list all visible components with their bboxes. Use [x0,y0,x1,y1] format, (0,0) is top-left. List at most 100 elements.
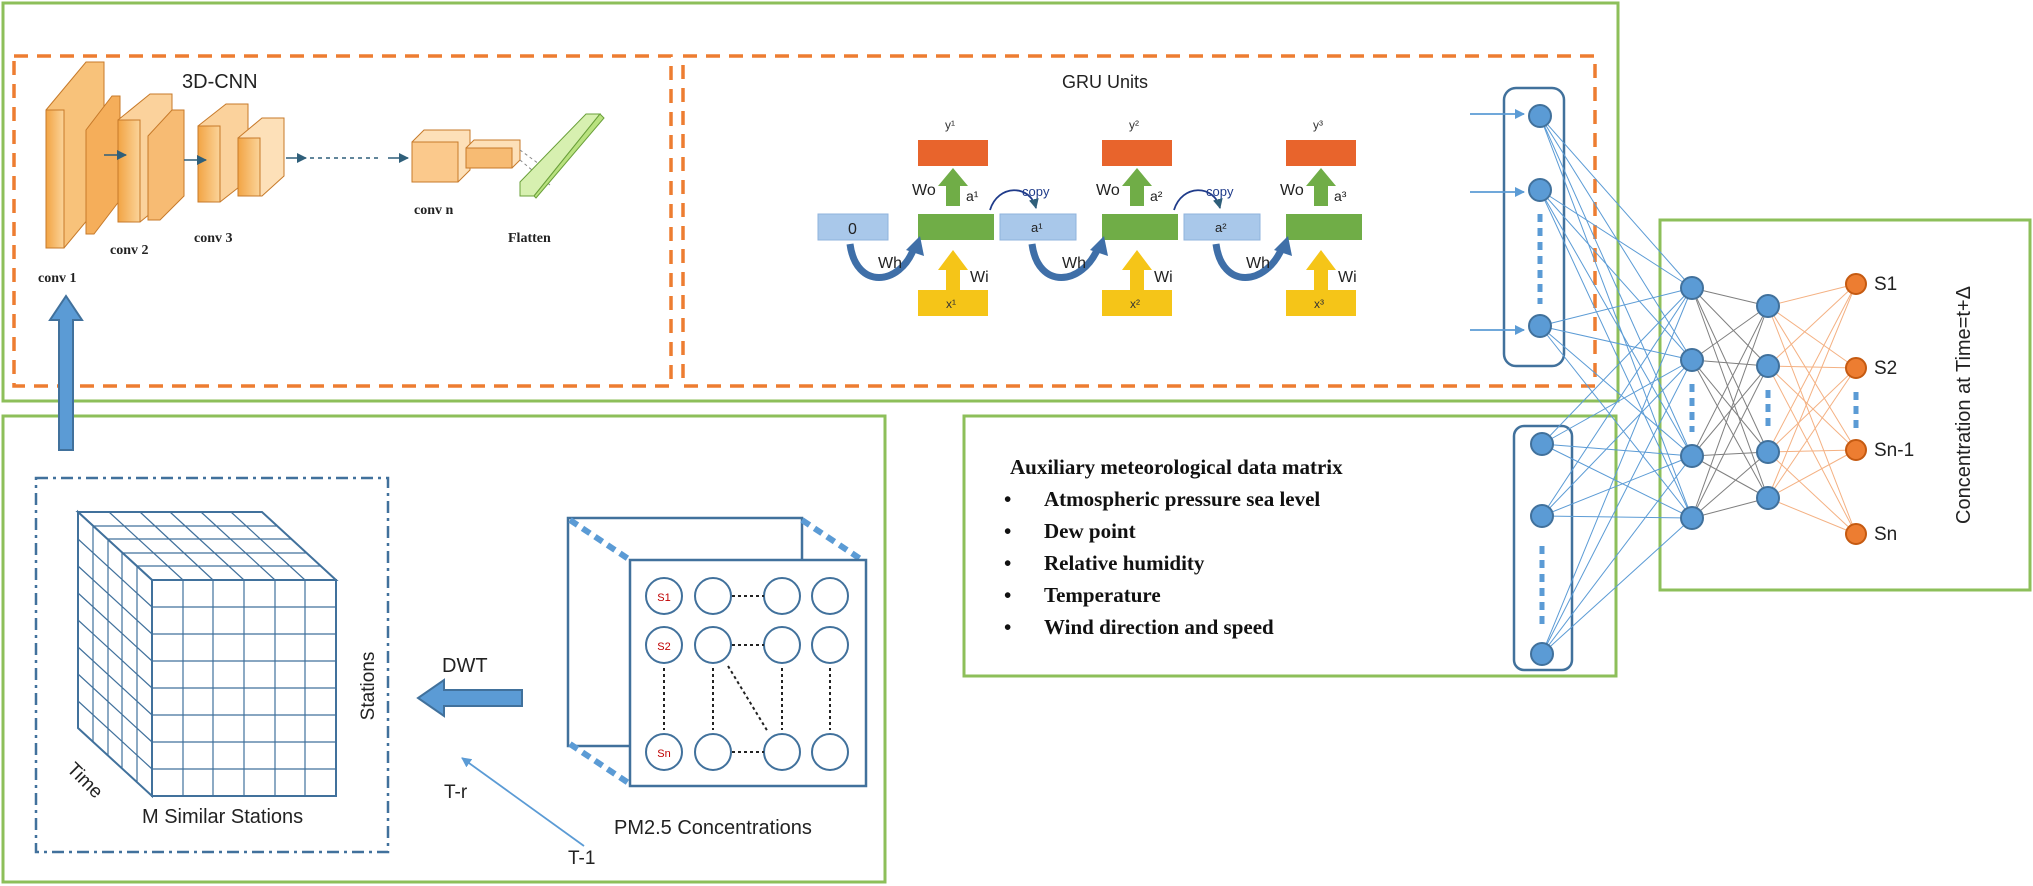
pm-node-r2c2 [694,626,732,664]
output-label-sn-1: Sn-1 [1874,440,1914,461]
pm-node-sn [645,733,683,771]
conv3-block [197,103,285,203]
aux-item-3: Relative humidity [1044,551,1205,575]
gru-output-label-2: y² [1129,118,1139,132]
nn-dots [1537,214,1859,630]
gru-initial-state-box [817,213,889,241]
gru-initial-state: 0 [848,221,857,238]
output-axis-label: Concentration at Time=t+Δ [1953,286,1975,524]
gru-output-box-2 [1102,140,1172,166]
pm-node-s1 [645,577,683,615]
top-frame [1,1,1620,403]
gru-wh-arrowheads [906,236,1292,256]
gru-arrow-up-out-3 [1306,168,1336,206]
gru-hidden-box-2 [1102,214,1178,240]
cnn-label-conv2: conv 2 [110,243,149,258]
aux-item-1: Atmospheric pressure sea level [1044,487,1320,511]
cnn-title: 3D-CNN [182,71,258,93]
gru-arrow-up-out-2 [1122,168,1152,206]
gru-input-label-3: x³ [1314,297,1324,311]
gru-input-box-1 [918,290,988,316]
pm-node-r3c2 [694,733,732,771]
conv2-block [117,93,185,223]
cnn-label-conv3: conv 3 [194,231,233,246]
pm-node-label-s2: S2 [657,641,670,653]
gru-carry-label-2: a² [1215,220,1227,235]
dwt-label: DWT [442,655,488,677]
gru-wo-2: Wo [1096,182,1120,199]
up-arrow [48,294,84,451]
aux-frame [962,414,1618,678]
cube-grid [77,511,336,796]
cnn-dashed-box [12,54,673,388]
gru-copy-2: copy [1206,184,1234,199]
pm-matrix: S1 S2 Sn [566,516,868,788]
output-label-s1: S1 [1874,274,1897,295]
pm-connector-top-left [568,517,632,563]
aux-bullet-5: • [1004,615,1011,639]
gru-input-box-2 [1102,290,1172,316]
nn-hidden1-nodes [1680,276,1704,530]
aux-bullet-4: • [1004,583,1011,607]
output-label-s2: S2 [1874,358,1897,379]
cnn-label-flatten: Flatten [508,231,551,246]
cube-caption: M Similar Stations [142,806,303,828]
pm-node-r1c3 [763,577,801,615]
gru-title: GRU Units [1062,72,1148,92]
pm-node-r3c3 [763,733,801,771]
gru-wi-1: Wi [970,269,989,286]
output-frame [1658,218,2032,592]
gru-copy-curves [989,189,1223,211]
gru-wh-1: Wh [878,255,902,272]
data-cube [75,509,339,799]
t1-arrow [461,757,585,847]
pm-node-label-s1: S1 [657,592,670,604]
aux-item-4: Temperature [1044,583,1161,607]
gru-act-top-3: a³ [1334,188,1347,204]
aux-list: • Atmospheric pressure sea level • Dew p… [1004,487,1320,639]
aux-item-2: Dew point [1044,519,1136,543]
gru-hidden-box-1 [918,214,994,240]
pm-node-r3c4 [811,733,849,771]
cnn-label-conv1: conv 1 [38,271,77,286]
gru-input-box-3 [1286,290,1356,316]
output-label-sn: Sn [1874,524,1897,545]
gru-to-nn-arrows [1470,109,1525,335]
nn-hidden2-nodes [1756,294,1780,510]
gru-wo-1: Wo [912,182,936,199]
gru-wo-3: Wo [1280,182,1304,199]
gru-hidden-box-3 [1286,214,1362,240]
convn-block [411,129,521,183]
gru-arrow-up-in-1 [938,250,968,290]
gru-wh-3: Wh [1246,255,1270,272]
gru-wi-2: Wi [1154,269,1173,286]
pm-connector-bottom-left [568,741,632,787]
gru-output-label-3: y³ [1313,118,1323,132]
input-group-bottom [1512,424,1574,672]
gru-wh-2: Wh [1062,255,1086,272]
pm-node-r2c3 [763,626,801,664]
pm-node-r1c2 [694,577,732,615]
gru-carry-box-1 [999,213,1077,241]
gru-copy-1: copy [1022,184,1050,199]
gru-input-label-1: x¹ [946,297,956,311]
pm-node-r1c4 [811,577,849,615]
aux-bullet-1: • [1004,487,1011,511]
gru-act-top-1: a¹ [966,188,979,204]
t-r-label: T-r [444,782,468,803]
gru-unit-2: y² Wo a² Wi x² [1096,118,1178,316]
gru-unit-3: y³ Wo a³ Wi x³ [1280,118,1362,316]
aux-title: Auxiliary meteorological data matrix [1010,455,1343,479]
gru-act-top-2: a² [1150,188,1163,204]
pm-link-diag [727,665,769,733]
aux-bullet-3: • [1004,551,1011,575]
gru-input-label-2: x² [1130,297,1140,311]
nn-output-nodes [1845,273,1867,545]
gru-output-box-3 [1286,140,1356,166]
gru-unit-1: y¹ Wo a¹ Wi x¹ [912,118,994,316]
input-group-top [1502,86,1566,368]
flatten-block [519,113,605,199]
gru-wh-curves [846,243,1286,281]
cube-stations-axis: Stations [358,652,379,721]
